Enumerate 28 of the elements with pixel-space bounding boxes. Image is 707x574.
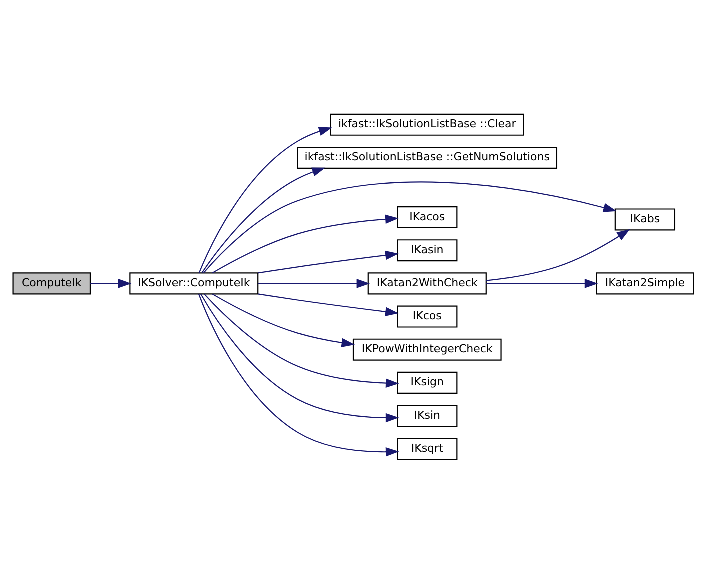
arrow — [486, 279, 598, 288]
arrow — [202, 168, 326, 274]
node-box: IKatan2Simple — [596, 272, 694, 295]
node-box: ikfast::IkSolutionListBase ::Clear — [330, 114, 524, 136]
node-box: ikfast::IkSolutionListBase ::GetNumSolutions — [297, 146, 558, 169]
arrow — [198, 127, 332, 274]
arrow — [486, 229, 630, 282]
node-box: IKcos — [397, 306, 458, 328]
arrow — [258, 250, 399, 274]
arrow — [212, 294, 356, 348]
node-box: IKSolver::ComputeIk — [130, 272, 259, 295]
node-box: IKatan2WithCheck — [368, 272, 487, 295]
arrow — [258, 279, 370, 288]
arrow — [90, 279, 132, 288]
arrow — [212, 214, 399, 274]
arrow — [204, 182, 617, 274]
arrow — [204, 294, 400, 388]
node-box: IKacos — [397, 206, 458, 229]
node-box: IKsin — [397, 405, 458, 428]
node-box: IKsqrt — [397, 438, 458, 460]
node-box: IKPowWithIntegerCheck — [352, 338, 502, 361]
node-box: IKasin — [397, 240, 458, 262]
node-box: IKabs — [614, 208, 676, 231]
node-box: ComputeIk — [12, 272, 92, 295]
arrow — [200, 294, 400, 423]
arrow — [198, 294, 400, 457]
arrow — [258, 294, 399, 316]
node-box: IKsign — [397, 372, 458, 394]
